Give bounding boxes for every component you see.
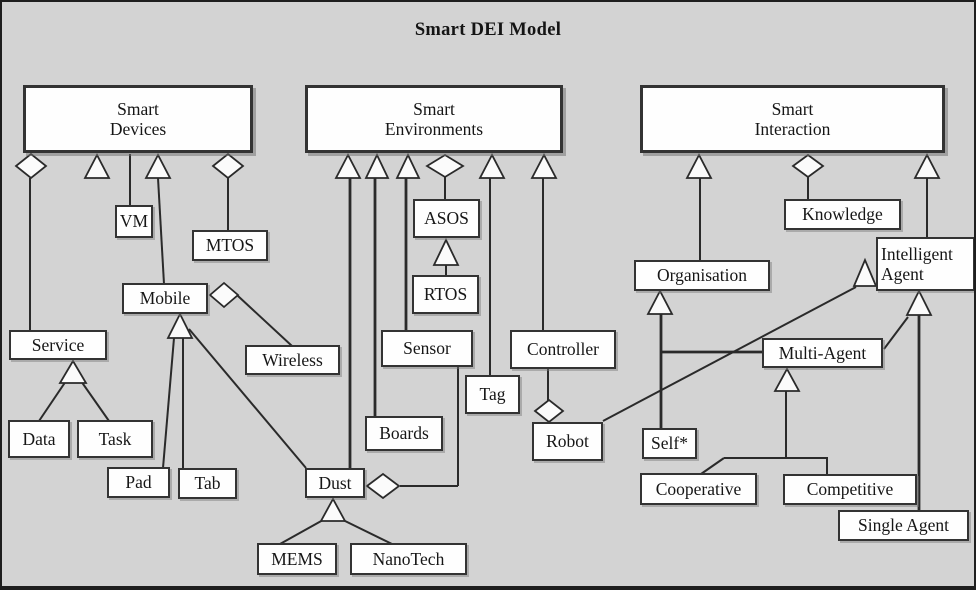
node-multi-agent: Multi-Agent <box>762 338 883 368</box>
generalization-arrow-organisation <box>646 289 674 315</box>
aggregation-diamond-mobile-wireless <box>208 281 240 309</box>
node-competitive: Competitive <box>783 474 917 505</box>
node-pad: Pad <box>107 467 170 498</box>
node-asos: ASOS <box>413 199 480 238</box>
generalization-arrow-smartenvironments-controller <box>530 153 558 179</box>
node-vm: VM <box>115 205 153 238</box>
node-organisation: Organisation <box>634 260 770 291</box>
diagram-title: Smart DEI Model <box>414 20 562 40</box>
edge-data-service <box>38 380 67 422</box>
generalization-arrow-asos <box>432 237 460 266</box>
node-intelligent-agent: Intelligent Agent <box>876 237 975 291</box>
edge-mems-dust <box>279 519 324 545</box>
edge-robot-intelligentagent <box>602 286 857 422</box>
node-sensor: Sensor <box>381 330 473 367</box>
aggregation-diamond-smartenvironments-asos <box>425 153 465 179</box>
node-tag: Tag <box>465 375 520 414</box>
generalization-arrow-smartenvironments-dust <box>334 153 362 179</box>
node-controller: Controller <box>510 330 616 369</box>
aggregation-diamond-smartinteraction-knowledge <box>791 153 825 179</box>
node-self-star: Self* <box>642 428 697 459</box>
node-dust: Dust <box>305 468 365 498</box>
edge-mobile-smartdevices <box>157 177 165 285</box>
generalization-arrow-smartinteraction-intelligentagent <box>913 153 941 179</box>
edge-task-service <box>80 380 110 422</box>
generalization-arrow-mobile <box>166 311 194 339</box>
node-robot: Robot <box>532 422 603 461</box>
node-task: Task <box>77 420 153 458</box>
aggregation-diamond-smartdevices-mtos <box>211 152 245 180</box>
node-smart-environments: Smart Environments <box>305 85 563 153</box>
node-smart-devices: Smart Devices <box>23 85 253 153</box>
edge-cooperative-multiagent <box>700 457 725 475</box>
node-service: Service <box>9 330 107 360</box>
aggregation-diamond-dust-sensor <box>365 472 401 500</box>
edge-pad-mobile <box>162 337 175 469</box>
generalization-arrow-smartdevices-a <box>83 153 111 179</box>
node-mobile: Mobile <box>122 283 208 314</box>
generalization-arrow-dust <box>319 497 347 522</box>
generalization-arrow-intelligentagent-bottom <box>905 288 933 316</box>
edge-dust-mobile <box>188 328 307 469</box>
node-boards: Boards <box>365 416 443 451</box>
node-tab: Tab <box>178 468 237 499</box>
edge-nanotech-dust <box>342 519 393 545</box>
node-data: Data <box>8 420 70 458</box>
node-knowledge: Knowledge <box>784 199 901 230</box>
node-wireless: Wireless <box>245 345 340 375</box>
generalization-arrow-intelligentagent-left <box>852 257 878 287</box>
generalization-arrow-smartdevices-mobile <box>144 153 172 179</box>
aggregation-diamond-smartdevices-service <box>14 152 48 180</box>
edge-wireless-mobile <box>237 295 293 347</box>
edge-multiagent-intelligentagent <box>883 316 909 350</box>
node-rtos: RTOS <box>412 275 479 314</box>
node-smart-interaction: Smart Interaction <box>640 85 945 153</box>
generalization-arrow-smartenvironments-sensor <box>395 152 421 179</box>
node-single-agent: Single Agent <box>838 510 969 541</box>
generalization-arrow-multiagent <box>773 367 801 392</box>
node-mtos: MTOS <box>192 230 268 261</box>
generalization-arrow-smartenvironments-boards <box>364 152 390 179</box>
generalization-arrow-smartenvironments-tag <box>478 153 506 179</box>
generalization-arrow-service <box>58 359 88 384</box>
node-cooperative: Cooperative <box>640 473 757 505</box>
aggregation-diamond-controller-robot <box>533 398 565 424</box>
node-nanotech: NanoTech <box>350 543 467 575</box>
node-mems: MEMS <box>257 543 337 575</box>
generalization-arrow-smartinteraction-organisation <box>685 153 713 179</box>
